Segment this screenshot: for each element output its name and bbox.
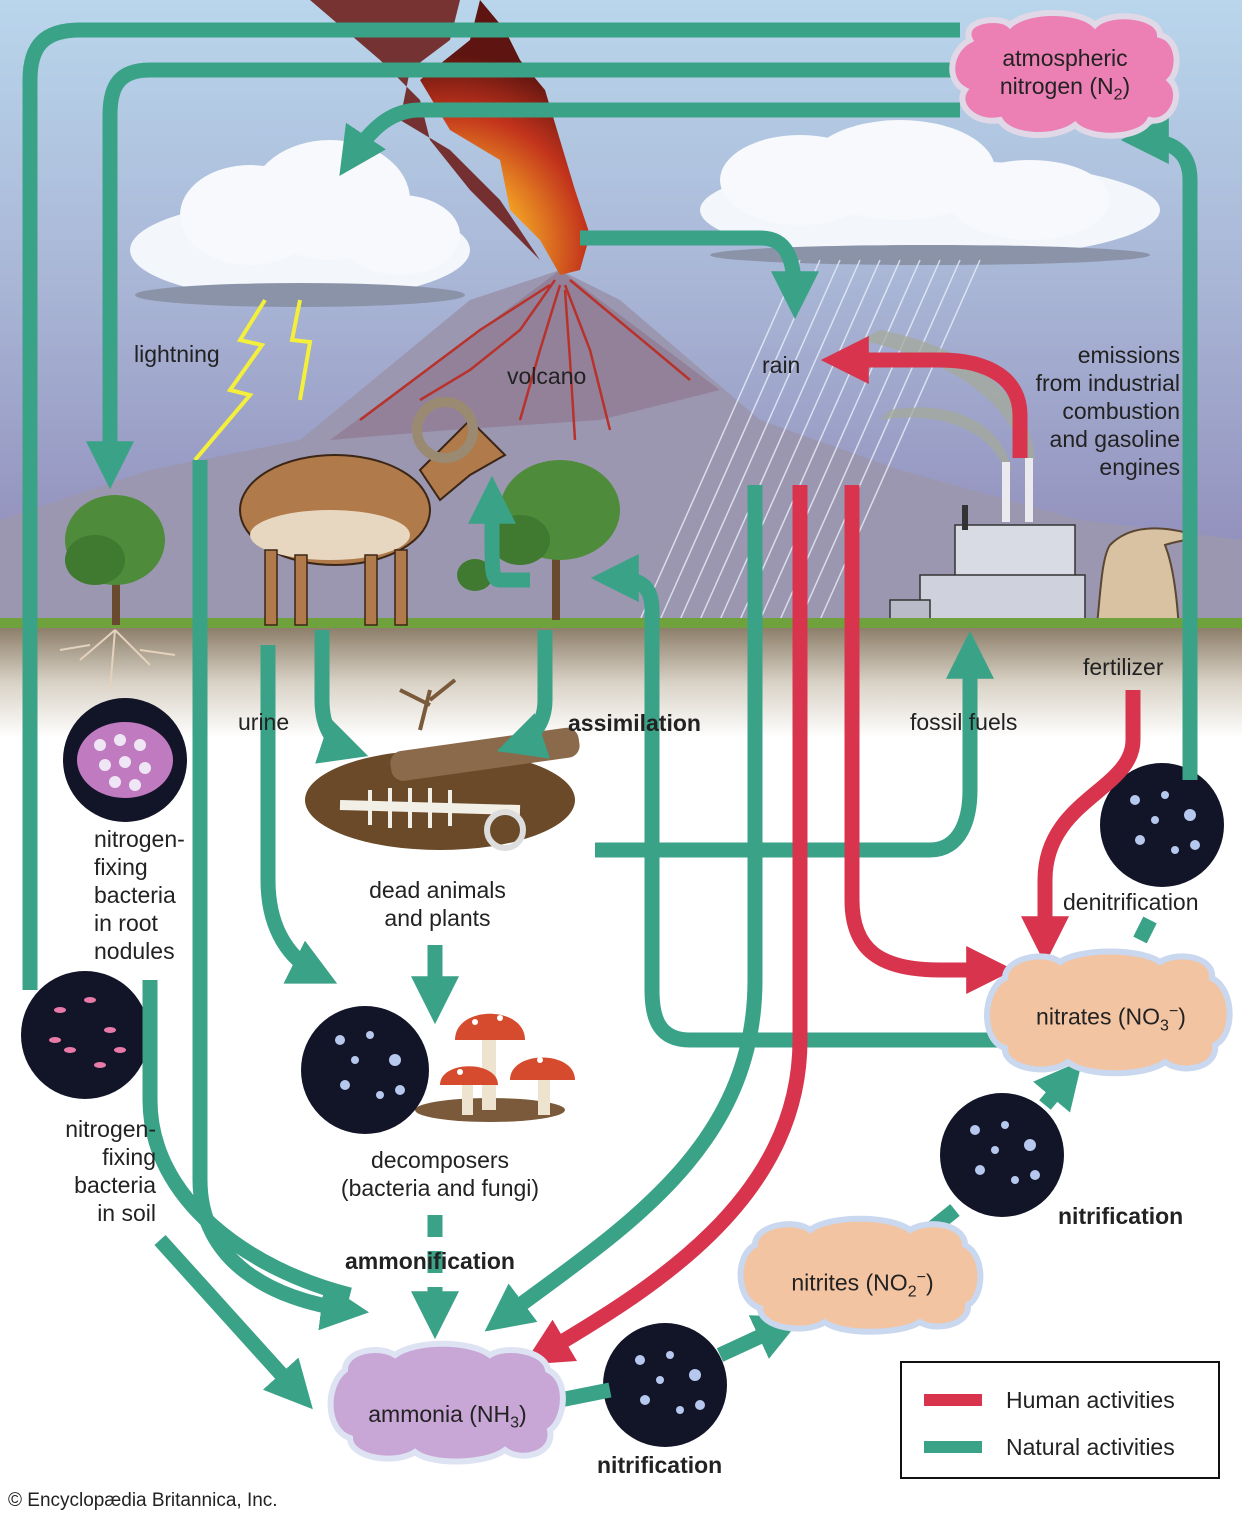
goat [239,397,507,626]
denitrification-bacteria-disc [1100,763,1224,887]
rain-label: rain [762,352,801,378]
cloud-right [700,120,1160,265]
nitrates-cloud [984,948,1233,1077]
soil-bacteria-label: nitrogen- fixing bacteria in soil [65,1116,156,1226]
mushrooms [415,1013,575,1122]
dead-animals-label: dead animals and plants [369,877,506,931]
tree-center [457,460,620,620]
denitrification-label: denitrification [1063,889,1199,915]
nitrites-cloud [737,1215,984,1335]
assimilation-label: assimilation [568,710,701,736]
fertilizer-label: fertilizer [1083,654,1164,680]
legend: Human activities Natural activities [900,1361,1220,1479]
volcano-label: volcano [507,363,587,389]
nitrification-label-upper: nitrification [1058,1203,1184,1229]
fossil-fuels-label: fossil fuels [910,709,1018,735]
ammonification-label: ammonification [345,1248,515,1274]
copyright-credit: © Encyclopædia Britannica, Inc. [8,1490,278,1511]
cloud-left [130,140,470,307]
legend-natural-label: Natural activities [1006,1433,1175,1460]
root-nodule-bacteria-label: nitrogen- fixing bacteria in root nodule… [94,826,185,964]
human-activity-arrows [523,335,1141,1365]
legend-natural-swatch [924,1441,982,1453]
lava-streaks [359,279,691,441]
urine-label: urine [238,709,290,735]
lightning-bolts [193,298,313,462]
rain-streaks [639,259,981,621]
legend-human-label: Human activities [1006,1386,1175,1413]
lightning-label: lightning [134,341,220,367]
nitrification-bacteria-disc-lower [603,1323,727,1447]
bacteria-soil-disc [21,971,149,1099]
emissions-label: emissions from industrial combustion and… [1035,342,1180,480]
decomposer-bacteria-disc [301,1006,429,1134]
nitrites-label: nitrites (NO2−) [791,1269,934,1301]
ammonia-label: ammonia (NH3) [368,1401,527,1432]
tree-left [59,495,176,691]
volcano-cone [330,270,720,440]
nitrification-label-lower: nitrification [597,1452,723,1478]
decomposers-label: decomposers (bacteria and fungi) [340,1147,540,1201]
natural-activity-arrows [22,22,1198,1410]
fertilizer-sack [1093,527,1197,647]
atmospheric-nitrogen-cloud [949,10,1180,139]
ammonia-cloud [327,1340,566,1465]
nitrification-bacteria-disc-upper [940,1093,1064,1217]
legend-human-swatch [924,1394,982,1406]
grass-strip [0,618,1242,630]
atmospheric-nitrogen-label: atmospheric nitrogen (N2) [999,45,1131,104]
nitrates-label: nitrates (NO3−) [1036,1003,1186,1035]
legend-human-row: Human activities [924,1385,1175,1415]
legend-natural-row: Natural activities [924,1432,1175,1462]
bacteria-root-nodules-disc [63,698,187,822]
